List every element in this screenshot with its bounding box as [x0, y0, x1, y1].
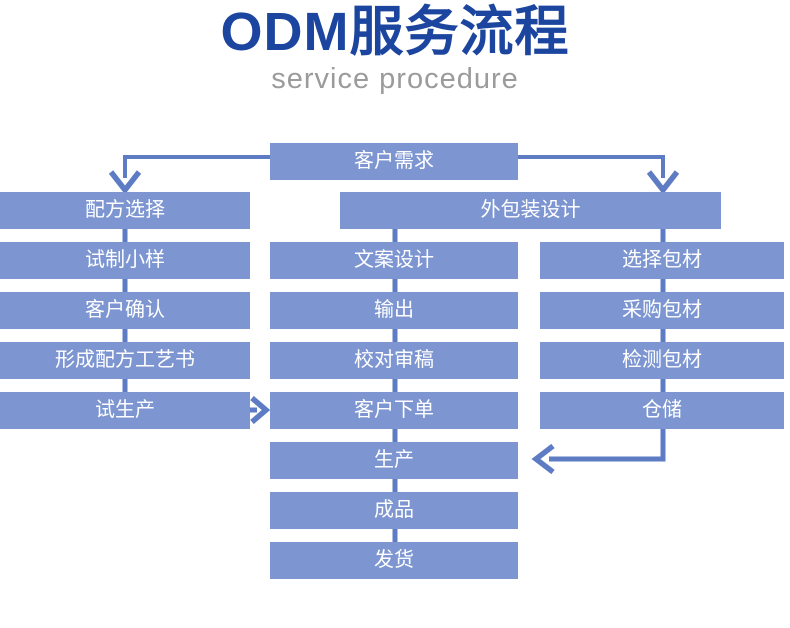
box-select-packaging: 选择包材: [540, 242, 784, 279]
box-outer-packaging-design: 外包装设计: [340, 192, 721, 229]
box-trial-sample: 试制小样: [0, 242, 250, 279]
box-formula-selection: 配方选择: [0, 192, 250, 229]
arrowhead-left-production: [531, 443, 555, 475]
box-production: 生产: [270, 442, 518, 479]
box-copywriting-design: 文案设计: [270, 242, 518, 279]
box-finished-product: 成品: [270, 492, 518, 529]
box-customer-demand: 客户需求: [270, 143, 518, 180]
box-customer-order: 客户下单: [270, 392, 518, 429]
page-subtitle: service procedure: [271, 63, 519, 95]
arrowhead-down-packaging: [646, 170, 680, 195]
page-title: ODM服务流程: [220, 2, 570, 62]
arrowhead-down-formula: [108, 170, 142, 195]
box-customer-confirm: 客户确认: [0, 292, 250, 329]
box-purchase-packaging: 采购包材: [540, 292, 784, 329]
header: ODM服务流程 service procedure: [0, 0, 790, 96]
box-formula-process-book: 形成配方工艺书: [0, 342, 250, 379]
box-output: 输出: [270, 292, 518, 329]
connector-demand-to-packaging: [518, 155, 665, 178]
arrowhead-right-order: [250, 395, 271, 425]
box-trial-production: 试生产: [0, 392, 250, 429]
connector-demand-to-formula: [123, 155, 270, 178]
box-test-packaging: 检测包材: [540, 342, 784, 379]
box-proofreading: 校对审稿: [270, 342, 518, 379]
box-warehouse: 仓储: [540, 392, 784, 429]
connector-warehouse-to-production: [549, 428, 666, 462]
box-shipping: 发货: [270, 542, 518, 579]
